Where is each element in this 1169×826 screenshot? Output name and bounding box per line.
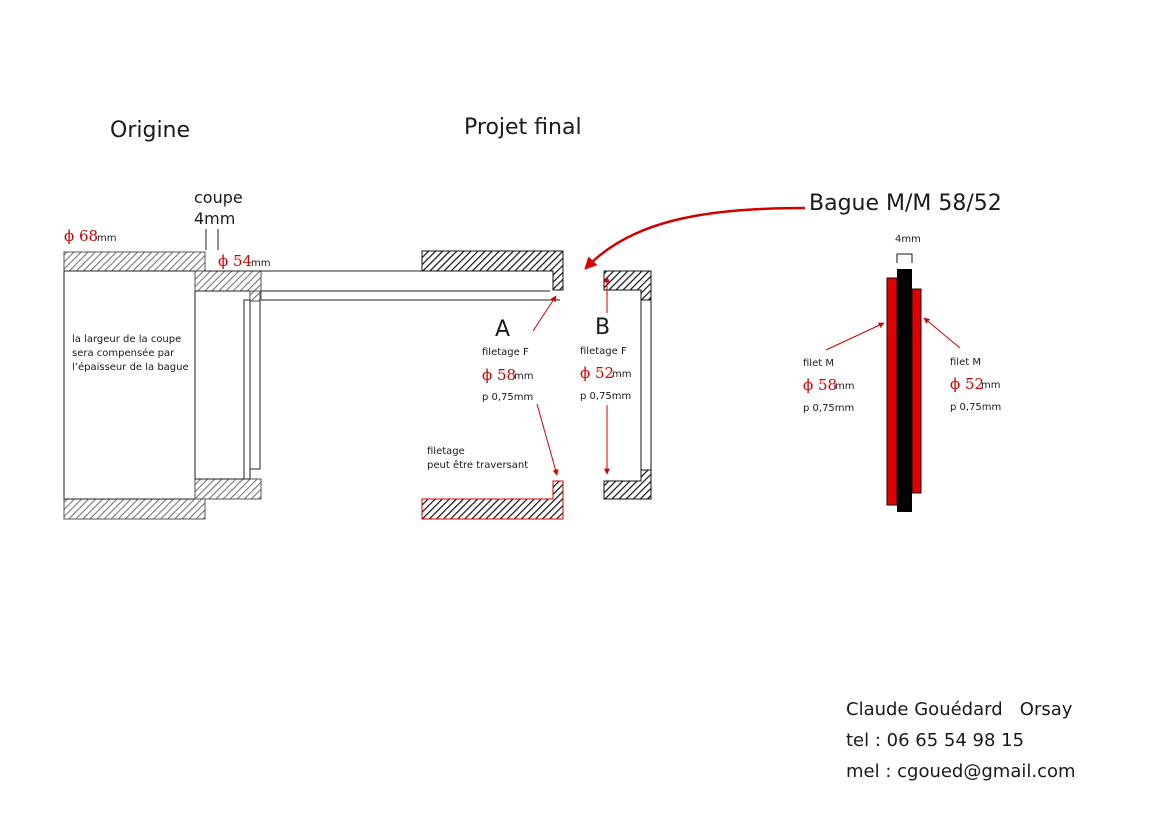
coupe-label-line2: 4mm <box>194 209 235 228</box>
a-filetage: filetage F <box>482 347 529 358</box>
leader-arrow-right-ring <box>923 317 961 349</box>
coupe-note-line2: sera compensée par <box>72 347 175 359</box>
a-pitch: p 0,75mm <box>482 392 533 403</box>
phi68-unit: mm <box>97 233 116 244</box>
title-projet-final: Projet final <box>464 115 582 140</box>
projet-part-b <box>603 270 652 500</box>
right-filet: filet M <box>950 357 981 368</box>
origine-drawing <box>63 229 560 520</box>
contact-mail: mel : cgoued@gmail.com <box>846 761 1076 782</box>
left-pitch: p 0,75mm <box>803 403 854 414</box>
coupe-note-line1: la largeur de la coupe <box>72 334 181 345</box>
left-phi58: ϕ 58 <box>803 376 837 394</box>
a-unit: mm <box>514 371 533 382</box>
bague-curved-arrow <box>584 206 806 270</box>
leader-arrow-left-ring <box>825 322 885 351</box>
title-bague: Bague M/M 58/52 <box>809 191 1002 216</box>
contact-tel: tel : 06 65 54 98 15 <box>846 730 1024 751</box>
b-phi52: ϕ 52 <box>580 364 614 382</box>
right-phi52: ϕ 52 <box>950 375 984 393</box>
coupe-label-line1: coupe <box>194 188 243 207</box>
phi54-value: ϕ 54 <box>218 252 252 270</box>
leader-arrow-a-top <box>532 295 557 332</box>
traversant-line2: peut être traversant <box>427 459 528 471</box>
label-b: B <box>595 315 610 340</box>
phi54-unit: mm <box>251 258 270 269</box>
b-unit: mm <box>612 369 631 380</box>
title-origine: Origine <box>110 118 190 143</box>
traversant-line1: filetage <box>427 446 465 457</box>
phi68-value: ϕ 68 <box>64 227 98 245</box>
bague-width-bracket <box>896 253 913 263</box>
a-phi58: ϕ 58 <box>482 366 516 384</box>
b-pitch: p 0,75mm <box>580 391 631 402</box>
bague-ring <box>886 269 922 512</box>
right-unit: mm <box>981 380 1000 391</box>
projet-part-a <box>421 250 564 520</box>
left-unit: mm <box>835 381 854 392</box>
bague-width-label: 4mm <box>895 234 921 245</box>
leader-arrow-a-bottom <box>536 403 559 476</box>
right-pitch: p 0,75mm <box>950 402 1001 413</box>
label-a: A <box>495 317 510 342</box>
b-filetage: filetage F <box>580 346 627 357</box>
left-filet: filet M <box>803 358 834 369</box>
contact-name: Claude Gouédard Orsay <box>846 699 1073 720</box>
coupe-note-line3: l’épaisseur de la bague <box>72 361 189 373</box>
